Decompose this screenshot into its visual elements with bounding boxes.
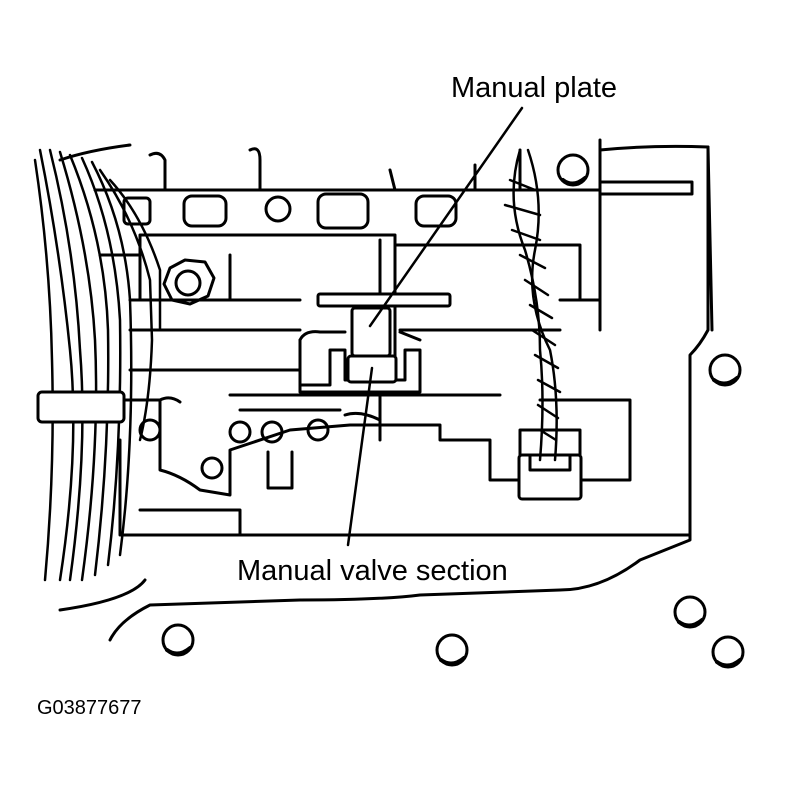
label-manual-valve-section: Manual valve section [237, 555, 508, 587]
left-wire-bundle [33, 148, 162, 582]
manual-plate [316, 292, 452, 358]
bolt-top-right [556, 153, 590, 187]
case-outline [58, 143, 714, 642]
bottom-bolts [161, 353, 745, 669]
leader-lines [346, 106, 524, 547]
wire-connector [517, 453, 583, 501]
lower-plate [118, 393, 692, 537]
label-manual-plate: Manual plate [451, 72, 618, 104]
right-bracket [558, 138, 694, 332]
leader-manual-plate [368, 106, 524, 328]
horizontal-rails [128, 238, 562, 442]
leader-manual-valve-section [346, 366, 374, 547]
upper-plate [93, 147, 602, 302]
hex-bolt [138, 253, 232, 306]
twisted-wire [503, 148, 562, 462]
figure-code: G03877677 [37, 697, 142, 719]
